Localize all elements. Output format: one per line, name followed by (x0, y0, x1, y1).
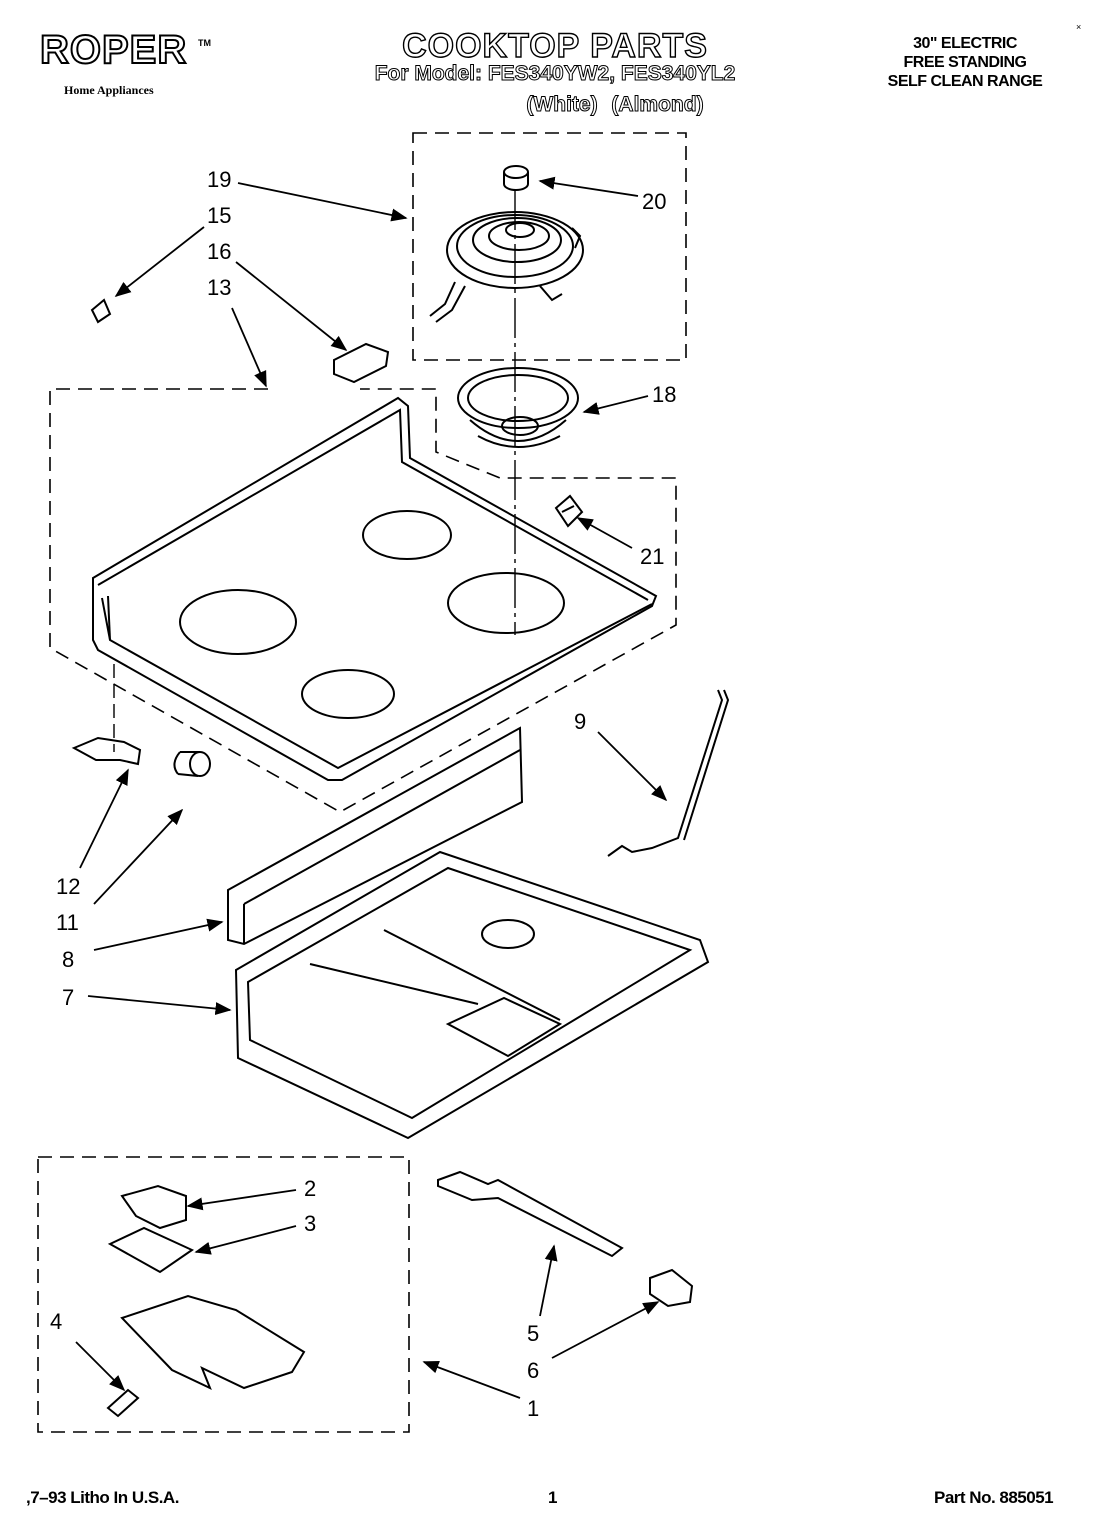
burner-box-drawing (234, 850, 710, 1140)
callout-9: 9 (574, 709, 587, 734)
cooktop-panel-drawing (92, 396, 658, 781)
color-almond: (Almond) (611, 93, 704, 117)
range-description: 30" ELECTRIC FREE STANDING SELF CLEAN RA… (860, 34, 1070, 91)
corner-mark: × (1076, 22, 1082, 32)
wire-tag-4 (106, 1388, 140, 1418)
clip-15 (90, 298, 112, 324)
drip-bowl-drawing (457, 367, 579, 448)
trademark-mark: TM (198, 38, 211, 48)
brand-name: ROPER (39, 27, 188, 73)
leader-15 (114, 226, 205, 297)
element-group-box (412, 132, 687, 361)
leader-6 (551, 1301, 660, 1359)
leader-5 (539, 1244, 558, 1317)
callout-1: 1 (527, 1396, 540, 1421)
roper-logo: ROPER (39, 27, 198, 78)
bracket-switch (120, 1294, 306, 1390)
footer-part-number: Part No. 885051 (934, 1488, 1054, 1507)
callout-13: 13 (207, 275, 232, 300)
footer-litho: ,7–93 Litho In U.S.A. (26, 1488, 179, 1507)
page-title: COOKTOP PARTS (401, 27, 708, 65)
switch-2 (120, 1184, 187, 1230)
switch-parts (106, 1184, 306, 1418)
leader-11 (93, 808, 184, 905)
callout-5: 5 (527, 1321, 540, 1346)
callout-11: 11 (56, 910, 79, 935)
leader-12 (79, 768, 129, 869)
leader-arrows (75, 176, 668, 1399)
leader-2 (186, 1189, 297, 1211)
wire-9 (607, 689, 730, 857)
callout-4: 4 (50, 1309, 63, 1334)
switch-group-box (37, 1156, 410, 1433)
callout-16: 16 (207, 239, 232, 264)
brand-tagline: Home Appliances (64, 83, 154, 97)
cap-11 (173, 751, 211, 777)
callout-21: 21 (640, 544, 665, 569)
leader-8 (93, 918, 224, 951)
callout-3: 3 (304, 1211, 317, 1236)
insulator-3 (107, 1226, 195, 1274)
callout-2: 2 (304, 1176, 317, 1201)
surface-element-drawing (429, 211, 584, 323)
leader-9 (597, 731, 668, 802)
leader-20 (538, 176, 639, 197)
leader-18 (582, 395, 649, 415)
leader-16 (235, 261, 348, 352)
model-line: For Model: FES340YW2, FES340YL2 (374, 62, 736, 86)
hinge-bracket-12 (71, 736, 142, 766)
range-line-1: 30" ELECTRIC (913, 35, 1017, 52)
leader-7 (87, 995, 232, 1016)
leader-1 (422, 1361, 521, 1399)
range-line-2: FREE STANDING (903, 54, 1027, 71)
leader-13 (231, 307, 267, 388)
callout-8: 8 (62, 947, 75, 972)
callout-19: 19 (207, 167, 232, 192)
callout-18: 18 (652, 382, 677, 407)
leader-4 (75, 1341, 126, 1392)
cooktop-group-box (49, 388, 677, 813)
leader-3 (194, 1225, 297, 1255)
callout-6: 6 (527, 1358, 540, 1383)
callout-15: 15 (207, 203, 232, 228)
connector-6 (649, 1268, 694, 1308)
leader-19 (237, 182, 408, 222)
bracket-5 (437, 1170, 624, 1258)
callout-12: 12 (56, 874, 81, 899)
leader-21 (576, 517, 633, 549)
color-white: (White) (526, 93, 598, 117)
dashed-group-boxes (37, 132, 687, 1433)
latch-clip-21 (554, 494, 584, 528)
callout-7: 7 (62, 985, 75, 1010)
terminal-block-16 (333, 342, 390, 384)
range-line-3: SELF CLEAN RANGE (887, 73, 1043, 90)
callout-20: 20 (642, 189, 667, 214)
footer-page-number: 1 (548, 1488, 557, 1507)
color-line: (White) (Almond) (440, 92, 790, 118)
element-knob-20 (503, 165, 529, 191)
rear-panel-drawing (227, 726, 524, 946)
